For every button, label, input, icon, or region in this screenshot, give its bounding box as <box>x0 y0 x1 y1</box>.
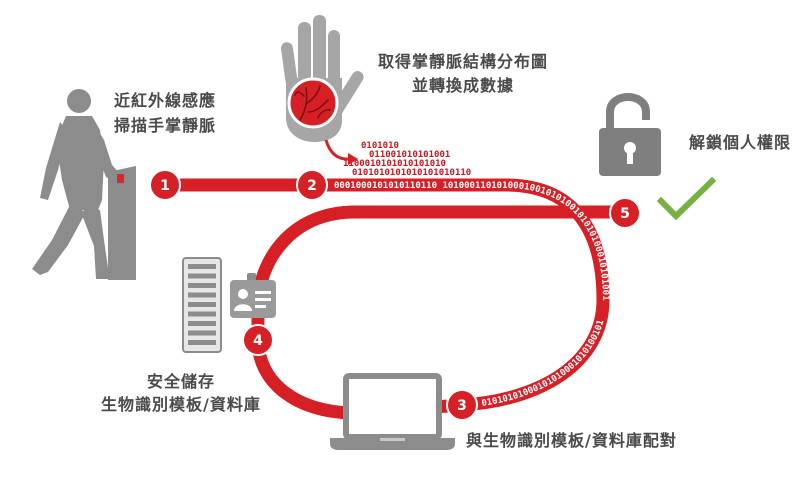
step-4: 4 <box>242 324 274 356</box>
binary-line: 1100010101010101010 <box>343 159 446 169</box>
scan-label-line-1: 近紅外線感應 <box>114 91 216 110</box>
palm-vein-icon <box>287 77 339 129</box>
step-number: 1 <box>160 178 170 194</box>
checkmark-icon <box>656 176 717 221</box>
server-icon <box>182 257 222 353</box>
scan-label-line-2: 掃描手掌靜脈 <box>114 116 216 135</box>
store-label-line-2: 生物識別模板/資料庫 <box>101 395 261 414</box>
scanner-kiosk-icon <box>108 166 136 280</box>
open-lock-icon <box>599 93 661 176</box>
outer-data-band <box>165 178 610 412</box>
unlock-label: 解鎖個人權限 <box>689 133 791 152</box>
store-label-line-1: 安全儲存 <box>147 372 215 391</box>
match-label: 與生物識別模板/資料庫配對 <box>466 431 677 450</box>
extract-label-line-2: 並轉換成數據 <box>412 76 514 95</box>
binary-line: 0101010 <box>361 141 399 151</box>
arrow-icon <box>324 139 358 165</box>
step-number: 2 <box>307 178 317 194</box>
step-2: 2 <box>296 169 328 201</box>
step-number: 3 <box>457 398 467 414</box>
step-number: 4 <box>253 333 263 349</box>
binary-line: 0101010101010101010110 <box>352 168 471 178</box>
step-number: 5 <box>620 206 630 222</box>
binary-stack: 0101010 011001010101001 1100010101010101… <box>343 141 471 178</box>
step-3: 3 <box>446 389 478 421</box>
person-icon <box>32 89 122 279</box>
id-card-icon <box>230 273 276 318</box>
binary-line: 011001010101001 <box>369 150 450 160</box>
laptop-icon <box>330 373 455 450</box>
sensor-light <box>117 174 124 183</box>
extract-label-line-1: 取得掌靜脈結構分布圖 <box>378 52 548 71</box>
inner-loop-band <box>251 205 625 420</box>
step-1: 1 <box>149 169 181 201</box>
step-5: 5 <box>609 197 641 229</box>
